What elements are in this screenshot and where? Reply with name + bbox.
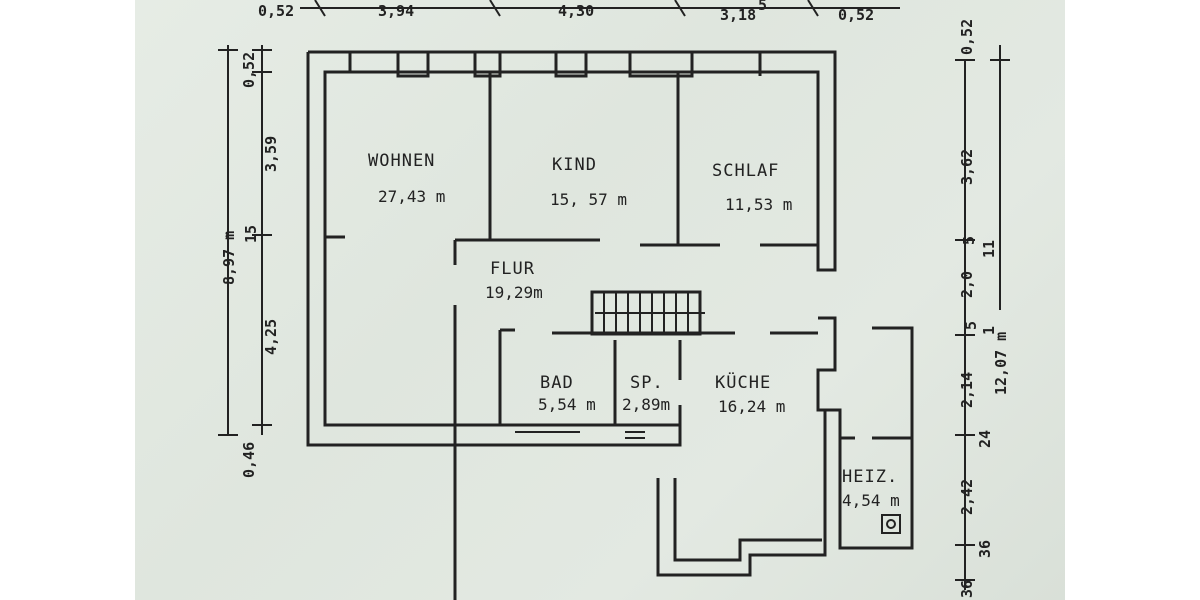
room-sp-name: SP. <box>630 373 664 393</box>
dim-left-4: 4,25 <box>262 319 280 355</box>
window-notches <box>348 52 762 78</box>
dim-top-0: 0,52 <box>258 2 294 20</box>
dim-left-3: 15 <box>242 225 260 243</box>
dim-left-5: 0,46 <box>240 442 258 478</box>
room-wohnen-name: WOHNEN <box>368 151 435 171</box>
dim-top-5: 0,52 <box>838 6 874 24</box>
room-wohnen-area: 27,43 m <box>378 187 445 206</box>
room-heiz-area: 4,54 m <box>842 491 900 510</box>
kueche-right-wall <box>816 316 914 550</box>
room-kind-name: KIND <box>552 155 597 175</box>
bath-window <box>515 431 645 439</box>
dim-right-10: 2,42 <box>958 479 976 515</box>
paper-background: WOHNEN 27,43 m KIND 15, 57 m SCHLAF 11,5… <box>135 0 1065 600</box>
dim-right-3: 5 <box>960 236 978 245</box>
dim-right-1: 3,62 <box>958 149 976 185</box>
dim-right-2: 11 <box>980 240 998 258</box>
flur-upper-wall <box>455 238 818 247</box>
dim-right-11: 36 <box>976 540 994 558</box>
dim-right-12: 36 <box>958 580 976 598</box>
heiz-fixture-circle <box>886 519 896 529</box>
room-bad-name: BAD <box>540 373 574 393</box>
room-kind-area: 15, 57 m <box>550 190 627 209</box>
dim-right-6: 1 <box>980 326 998 335</box>
dim-right-4: 2,0 <box>958 271 976 298</box>
bath-bottom-wall <box>455 423 682 447</box>
room-bad-area: 5,54 m <box>538 395 596 414</box>
dim-top-2: 4,30 <box>558 2 594 20</box>
heiz-fixture <box>881 514 901 534</box>
left-dim-line <box>218 45 272 436</box>
room-kueche-area: 16,24 m <box>718 397 785 416</box>
dim-right-8: 2,14 <box>958 372 976 408</box>
bath-top-wall <box>500 328 818 335</box>
room-schlaf-name: SCHLAF <box>712 161 779 181</box>
outer-wall <box>308 50 837 427</box>
dim-right-0: 0,52 <box>958 19 976 55</box>
dim-left-1: 0,52 <box>240 52 258 88</box>
dim-top-1: 3,94 <box>378 2 414 20</box>
walls <box>306 50 914 600</box>
floor-plan: WOHNEN 27,43 m KIND 15, 57 m SCHLAF 11,5… <box>218 0 1010 600</box>
room-sp-area: 2,89m <box>622 395 670 414</box>
room-kueche-name: KÜCHE <box>715 371 771 393</box>
dim-left-2: 3,59 <box>262 136 280 172</box>
top-dim-line <box>300 0 900 17</box>
room-schlaf-area: 11,53 m <box>725 195 792 214</box>
dim-right-5: 12,07 m <box>992 332 1010 395</box>
dim-right-7: 5 <box>962 321 980 330</box>
right-dim-line <box>955 45 1010 590</box>
room-flur-area: 19,29m <box>485 283 543 302</box>
dimension-lines <box>218 0 1010 590</box>
dim-top-4: 5 <box>758 0 767 14</box>
room-flur-name: FLUR <box>490 259 535 279</box>
outer-wall-left <box>306 52 457 600</box>
kueche-bottom-wall <box>656 410 827 577</box>
dim-top-3: 3,18 <box>720 6 756 24</box>
room-heiz-name: HEIZ. <box>842 467 898 487</box>
dim-right-9: 24 <box>976 430 994 448</box>
dim-left-0: 8,97 m <box>220 231 238 285</box>
